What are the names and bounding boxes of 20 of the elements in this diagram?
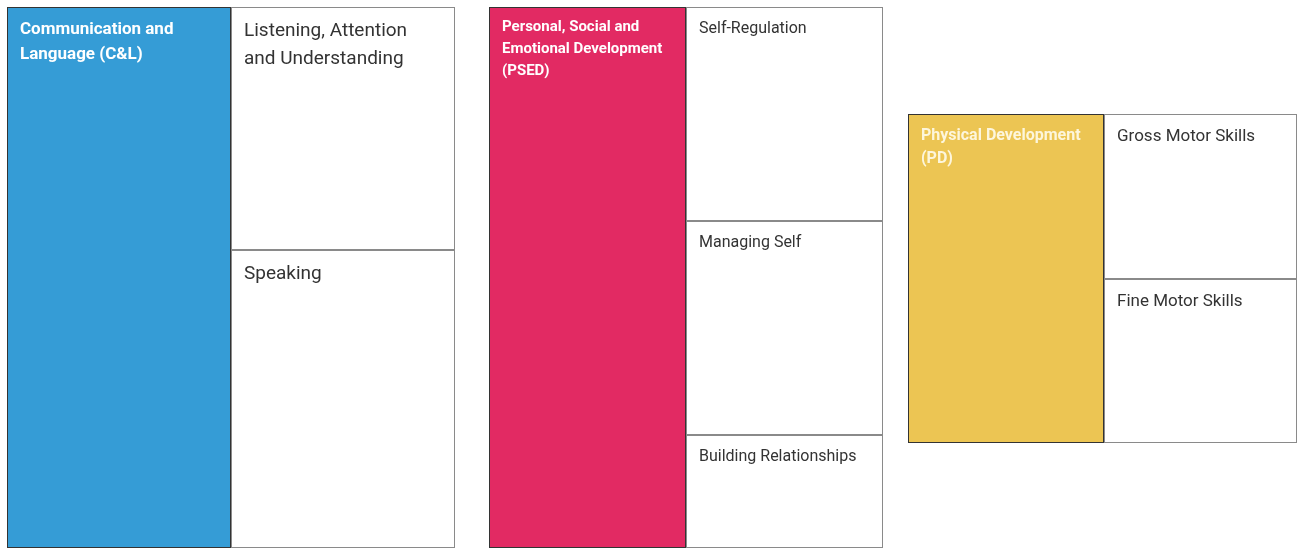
area-box	[908, 114, 1104, 443]
aspect-label: Self-Regulation	[699, 17, 808, 39]
aspect-box	[686, 435, 883, 548]
area-title: Physical Development (PD)	[921, 124, 1082, 170]
area-title: Communication and Language (C&L)	[20, 17, 175, 65]
aspect-box	[686, 221, 883, 435]
aspect-label: Speaking	[244, 260, 323, 286]
aspect-label: Fine Motor Skills	[1117, 289, 1244, 312]
aspect-box	[1104, 279, 1297, 443]
area-title: Personal, Social and Emotional Development (PSED)	[502, 16, 664, 81]
aspect-box	[686, 7, 883, 221]
aspect-label: Listening, Attention and Understanding	[244, 17, 409, 71]
aspect-label: Managing Self	[699, 231, 803, 253]
aspect-label: Gross Motor Skills	[1117, 124, 1257, 147]
aspect-box	[231, 7, 455, 250]
aspect-box	[1104, 114, 1297, 279]
area-box	[489, 7, 686, 548]
area-box	[7, 7, 231, 548]
aspect-box	[231, 250, 455, 548]
aspect-label: Building Relationships	[699, 445, 858, 467]
